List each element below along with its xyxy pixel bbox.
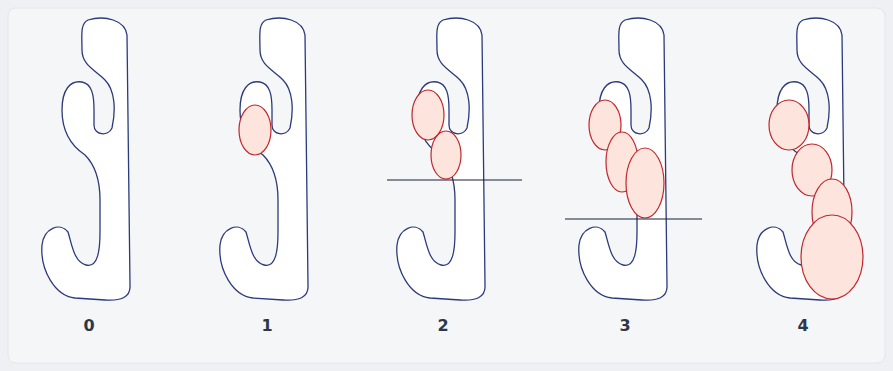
stage-number: 0	[69, 316, 109, 336]
stage-number: 1	[247, 316, 287, 336]
organ-outline	[397, 18, 485, 300]
organ-outline	[42, 18, 130, 300]
level-lines	[387, 180, 702, 219]
stage-number: 4	[783, 316, 823, 336]
organ-outline	[220, 18, 308, 300]
lesion	[239, 105, 271, 155]
level-line	[565, 218, 702, 219]
lesion	[769, 100, 809, 150]
level-line	[387, 179, 522, 180]
lesion	[801, 215, 863, 299]
lesion	[431, 131, 461, 179]
lesion	[626, 148, 664, 218]
organ-outline	[579, 18, 667, 300]
stage-number: 3	[605, 316, 645, 336]
lesions	[239, 90, 863, 299]
outlines	[42, 18, 845, 300]
lesion	[412, 90, 444, 140]
stage-number: 2	[423, 316, 463, 336]
panel	[8, 8, 885, 363]
